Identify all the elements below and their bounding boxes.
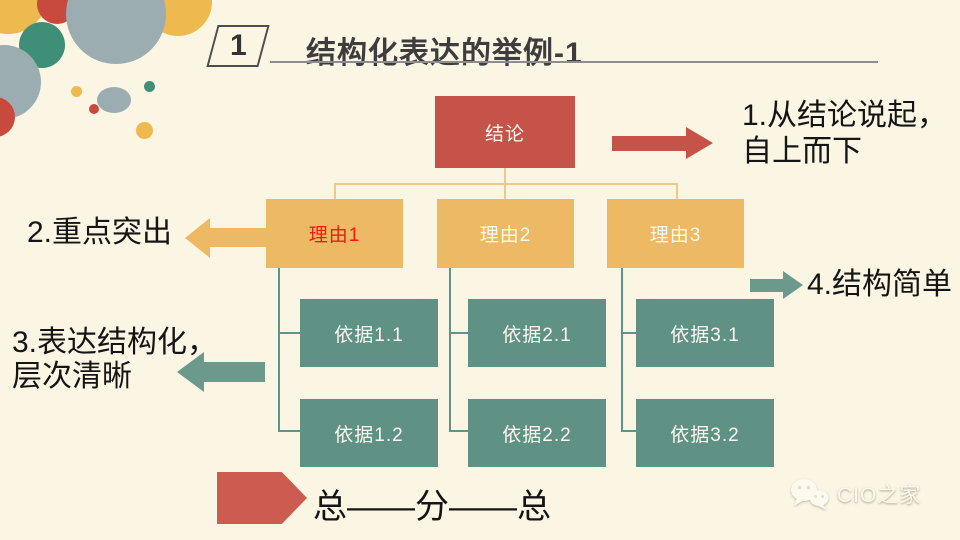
node-evidence-1-1: 依据1.1 <box>300 299 438 367</box>
connector-line <box>334 183 336 199</box>
node-evidence-2-1: 依据2.1 <box>468 299 606 367</box>
connector-line <box>504 183 506 199</box>
arrow-left-icon <box>185 218 210 258</box>
node-conclusion: 结论 <box>435 96 575 168</box>
connector-line <box>278 430 300 432</box>
annotation-1: 1.从结论说起， 自上而下 <box>742 98 947 170</box>
connector-line <box>278 268 280 432</box>
annotation-3: 3.表达结构化， 层次清晰 <box>12 326 217 394</box>
connector-line <box>449 332 468 334</box>
decorative-circle <box>66 0 166 64</box>
connector-line <box>334 183 678 185</box>
decorative-circle <box>144 81 155 92</box>
decorative-circle <box>0 97 15 137</box>
decorative-circle <box>71 86 82 97</box>
connector-line <box>621 430 636 432</box>
section-number-badge: 1 <box>206 25 270 67</box>
title-underline <box>270 61 878 63</box>
node-evidence-2-2: 依据2.2 <box>468 399 606 467</box>
arrow-left-icon <box>177 352 204 392</box>
connector-line <box>504 167 506 184</box>
decorative-circle <box>97 87 131 113</box>
connector-line <box>676 183 678 199</box>
node-evidence-1-2: 依据1.2 <box>300 399 438 467</box>
wechat-icon <box>791 479 829 510</box>
annotation-1-line1: 1.从结论说起， <box>742 99 948 132</box>
connector-line <box>621 332 636 334</box>
arrow-right-icon <box>783 271 803 299</box>
connector-line <box>621 268 623 432</box>
node-evidence-3-2: 依据3.2 <box>636 399 774 467</box>
watermark-label: CIO之家 <box>837 484 922 507</box>
arrow-right-icon <box>612 136 686 151</box>
annotation-4: 4.结构简单 <box>807 268 953 301</box>
node-evidence-3-1: 依据3.1 <box>636 299 774 367</box>
node-reason-3: 理由3 <box>607 199 744 268</box>
pentagon-arrow-icon <box>217 472 307 524</box>
annotation-3-line1: 3.表达结构化， <box>12 326 218 359</box>
annotation-2: 2.重点突出 <box>27 216 173 249</box>
connector-line <box>449 268 451 432</box>
node-reason-2: 理由2 <box>437 199 574 268</box>
annotation-1-line2: 自上而下 <box>742 135 862 168</box>
arrow-right-icon <box>686 127 713 159</box>
decorative-circle <box>136 122 153 139</box>
annotation-3-line2: 层次清晰 <box>12 360 132 393</box>
page-title: 结构化表达的举例-1 <box>306 37 583 70</box>
connector-line <box>278 332 300 334</box>
summary-text: 总——分——总 <box>313 488 551 526</box>
node-reason-1: 理由1 <box>266 199 403 268</box>
section-number: 1 <box>229 29 247 62</box>
arrow-left-icon <box>204 362 265 382</box>
connector-line <box>449 430 468 432</box>
decorative-circle <box>89 104 99 114</box>
watermark: CIO之家 <box>790 477 921 511</box>
arrow-right-icon <box>750 279 783 292</box>
arrow-left-icon <box>210 228 266 247</box>
